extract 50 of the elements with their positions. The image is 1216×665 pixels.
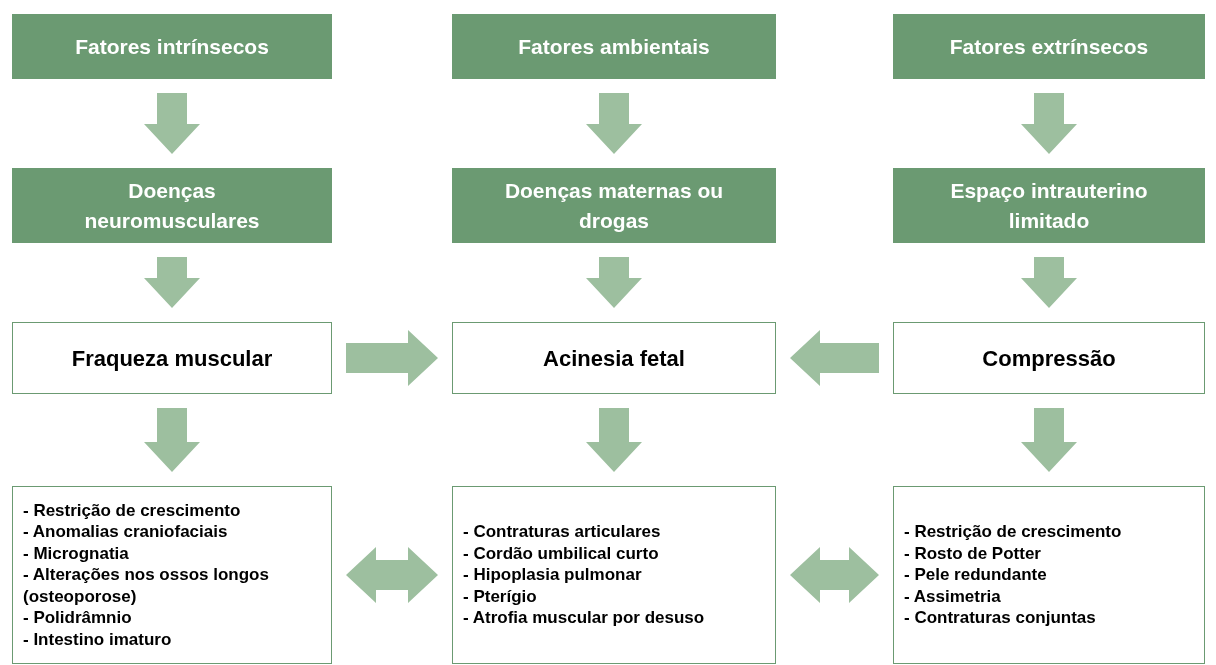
list-item: - Alterações nos ossos longos (osteoporose) (23, 564, 270, 608)
process-box (12, 322, 332, 394)
list-item: - Pele redundante (904, 564, 1047, 586)
block-arrow (1021, 93, 1077, 154)
list-item: - Atrofia muscular por desuso (463, 607, 705, 629)
header-box (12, 168, 332, 243)
process-box (452, 322, 776, 394)
box-label: Fatores extrínsecos (949, 33, 1149, 60)
list-item: - Rosto de Potter (904, 542, 1041, 565)
list-item: - Cordão umbilical curto (463, 542, 659, 565)
header-box (12, 14, 332, 79)
list-item: - Contraturas conjuntas (904, 607, 1096, 629)
list-box (452, 486, 776, 664)
block-arrow (790, 547, 879, 603)
box-label: Doenças neuromusculares (83, 177, 261, 234)
list-item: - Intestino imaturo (23, 628, 172, 651)
block-arrow (1021, 257, 1077, 308)
block-arrow (346, 330, 438, 386)
box-label: Compressão (982, 344, 1116, 373)
box-label: Fraqueza muscular (71, 344, 273, 373)
list-item: - Anomalias craniofaciais (23, 521, 228, 543)
list-item: - Restrição de crescimento (23, 499, 241, 522)
block-arrow (586, 93, 642, 154)
list-box (893, 486, 1205, 664)
list-item: - Restrição de crescimento (904, 521, 1122, 543)
list-item: - Contraturas articulares (463, 521, 661, 543)
header-box (893, 14, 1205, 79)
box-label: Doenças maternas ou drogas (503, 177, 725, 234)
list-item: - Assimetria (904, 585, 1001, 608)
list-item: - Pterígio (463, 585, 537, 608)
block-arrow (346, 547, 438, 603)
block-arrow (586, 257, 642, 308)
list-box (12, 486, 332, 664)
block-arrow (144, 93, 200, 154)
box-label: Espaço intrauterino limitado (949, 177, 1149, 234)
list-item: - Polidrâmnio (23, 607, 132, 629)
block-arrow (144, 408, 200, 472)
block-arrow (144, 257, 200, 308)
header-box (452, 168, 776, 243)
list-item: - Hipoplasia pulmonar (463, 564, 642, 586)
box-label: Fatores intrínsecos (75, 33, 269, 60)
process-box (893, 322, 1205, 394)
block-arrow (586, 408, 642, 472)
header-box (452, 14, 776, 79)
list-item: - Micrognatia (23, 542, 129, 565)
box-label: Fatores ambientais (518, 33, 710, 60)
header-box (893, 168, 1205, 243)
block-arrow (790, 330, 879, 386)
block-arrow (1021, 408, 1077, 472)
box-label: Acinesia fetal (543, 344, 685, 373)
